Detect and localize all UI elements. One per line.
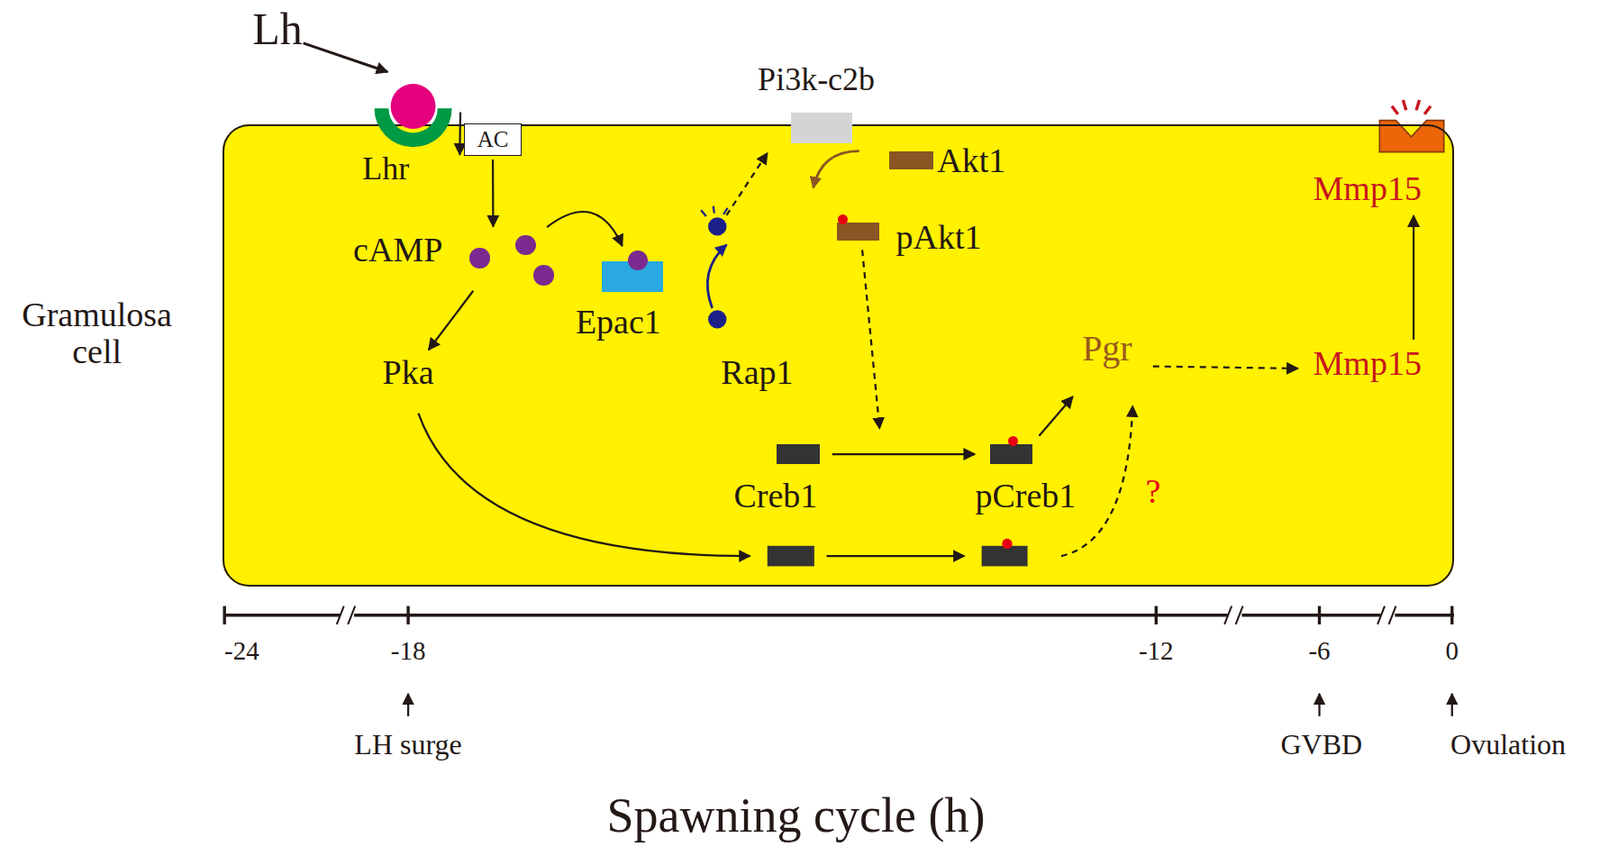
creb-protein-shape — [776, 444, 820, 465]
molecule-dot — [515, 235, 537, 256]
connector-arrow — [1153, 366, 1299, 369]
epac-protein-shape — [601, 261, 664, 292]
epac-protein: Epac1 — [572, 301, 665, 344]
secretion-rays — [1391, 100, 1431, 115]
hormone-ligand — [390, 83, 437, 129]
event-label: LH surge — [354, 728, 462, 761]
activation-arrow — [707, 245, 727, 309]
creb-protein — [767, 545, 815, 567]
enzyme-box: AC — [463, 123, 521, 156]
molecule-dot — [469, 247, 491, 269]
active-rap1-dot — [708, 217, 727, 236]
question-mark: ? — [1145, 472, 1161, 511]
axis-tick-label: 0 — [1445, 636, 1460, 666]
connector-arrow — [1412, 215, 1415, 340]
node-text: Pgr — [1081, 328, 1133, 369]
node-text: Rap1 — [720, 354, 793, 392]
connector-arrow — [546, 211, 623, 246]
akt-protein-shape — [889, 151, 935, 170]
node-text: pAkt1 — [896, 218, 982, 257]
hormone-label: Lh — [248, 4, 307, 54]
rap-label: Rap1 — [717, 352, 797, 394]
node-text: Lhr — [362, 151, 410, 188]
phosphate-dot — [1001, 538, 1012, 549]
axis-title: Spawning cycle (h) — [607, 789, 986, 843]
node-text: Pi3k-c2b — [757, 62, 875, 99]
arrow — [826, 554, 964, 557]
node-text: Mmp15 — [1313, 345, 1422, 383]
connector-arrow — [1038, 396, 1073, 437]
pakt-protein: pAkt1 — [892, 217, 986, 259]
connector-arrow — [491, 159, 495, 228]
node-text: Creb1 — [733, 477, 818, 516]
creb-protein: Creb1 — [729, 475, 821, 518]
event-label: GVBD — [1280, 728, 1363, 761]
akt-protein: Akt1 — [933, 140, 1010, 182]
dashed-arrow — [862, 249, 880, 428]
rap1-dot — [708, 309, 727, 328]
axis-tick-label: -24 — [224, 636, 260, 666]
node-text: Pka — [382, 354, 435, 392]
node-text: pCreb1 — [974, 477, 1076, 516]
pka-arrow — [418, 413, 750, 557]
node-text: Akt1 — [936, 142, 1006, 181]
axis-tick-label: -12 — [1138, 636, 1174, 666]
receptor: Lhr — [358, 149, 413, 190]
node-text: Lh — [252, 6, 303, 52]
connector-arrow — [832, 453, 975, 455]
axis-tick-label: -18 — [390, 636, 427, 666]
molecule-dot — [627, 250, 649, 272]
pi3k-protein: Pi3k-c2b — [754, 60, 879, 100]
connector-arrow — [428, 290, 473, 350]
connector-arrow — [458, 112, 462, 155]
molecule-dot — [1008, 436, 1019, 446]
pcreb-protein: pCreb1 — [971, 475, 1080, 518]
cell-label: Gramulosa cell — [5, 296, 190, 373]
second-messenger-shape — [468, 235, 555, 287]
gene-label: Pgr — [1078, 327, 1137, 371]
receptor-symbol — [370, 75, 456, 150]
node-text: cAMP — [353, 231, 443, 270]
pcreb-protein-shape — [990, 444, 1034, 465]
axis-tick-label: -6 — [1308, 636, 1330, 666]
connector-arrow — [303, 43, 389, 73]
second-messenger: cAMP — [349, 229, 446, 272]
node-text: Epac1 — [575, 303, 662, 342]
dashed-arrow — [726, 153, 767, 216]
protease-label: Mmp15 — [1309, 343, 1426, 385]
kinase-label: Pka — [379, 352, 438, 394]
receptor-shape — [370, 75, 456, 150]
pcreb-protein — [981, 545, 1028, 567]
timeline — [224, 606, 1455, 717]
molecule-dot — [533, 264, 555, 286]
molecule-dot — [837, 214, 848, 225]
cell-outline: Gramulosa cellLhrACcAMPPkaEpac1Rap1Pi3k-… — [222, 124, 1455, 587]
pi3k-protein-shape — [790, 112, 853, 144]
activation-rays — [700, 206, 728, 217]
node-text: AC — [477, 127, 510, 153]
pakt-protein-shape — [836, 222, 881, 241]
event-label: Ovulation — [1450, 728, 1566, 761]
cell-fill — [222, 124, 1455, 587]
node-text: Mmp15 — [1313, 170, 1422, 209]
protease-label: Mmp15 — [1309, 168, 1426, 210]
phosphorylation-arrow — [813, 151, 860, 189]
